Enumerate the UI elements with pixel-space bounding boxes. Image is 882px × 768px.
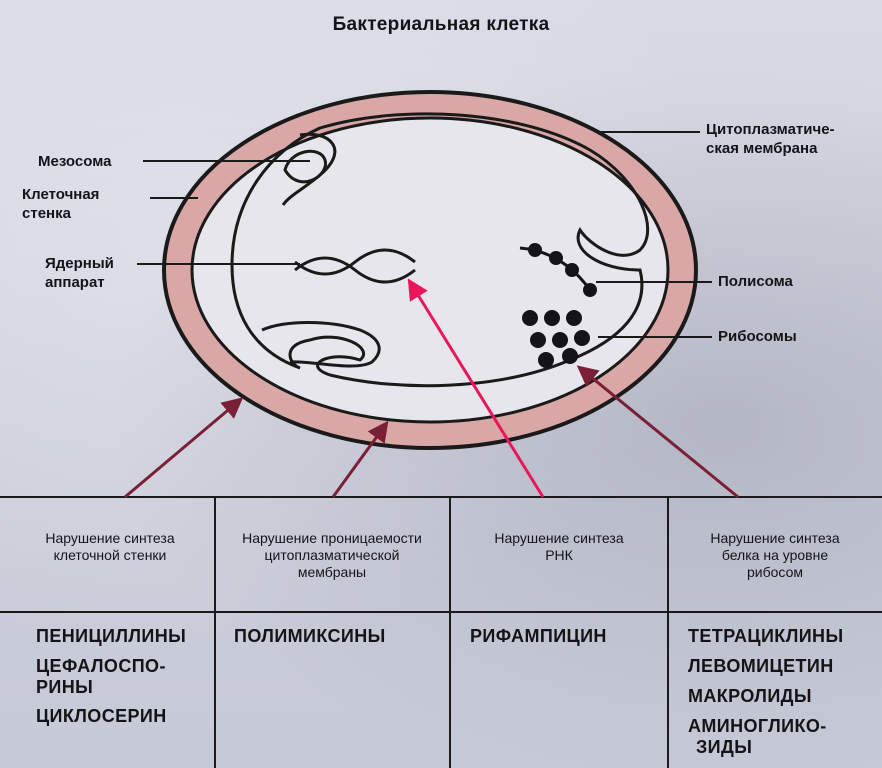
- header-membrane-line1: Нарушение проницаемости: [242, 530, 422, 546]
- label-nuclear-line1: Ядерный: [45, 255, 114, 272]
- diagram-title: Бактериальная клетка: [332, 14, 550, 35]
- label-membrane-line1: Цитоплазматиче-: [706, 121, 835, 138]
- arrow-membrane: [331, 420, 389, 498]
- cytoplasmic-membrane: [283, 149, 327, 184]
- header-rna-line1: Нарушение синтеза: [494, 530, 624, 546]
- drug-tetracyclines: ТЕТРАЦИКЛИНЫ: [688, 626, 844, 646]
- nucleoid: [294, 248, 416, 284]
- drug-polymyxins: ПОЛИМИКСИНЫ: [234, 626, 386, 646]
- drug-cephalosporins-line2: РИНЫ: [36, 677, 94, 697]
- drug-aminoglycosides-line2: ЗИДЫ: [696, 737, 753, 757]
- header-protein-line3: рибосом: [747, 564, 803, 580]
- arrow-rna: [407, 278, 545, 498]
- drug-cycloserine: ЦИКЛОСЕРИН: [36, 706, 167, 726]
- mesosome-upper: [281, 132, 337, 206]
- header-cell-wall-line2: клеточной стенки: [53, 547, 167, 563]
- label-polysome: Полисома: [718, 273, 793, 290]
- label-nuclear-line2: аппарат: [45, 274, 105, 291]
- label-mesosome: Мезосома: [38, 153, 112, 170]
- drug-penicillins: ПЕНИЦИЛЛИНЫ: [36, 626, 187, 646]
- cytoplasm: [190, 116, 670, 424]
- header-membrane: Нарушение проницаемости цитоплазматическ…: [218, 530, 446, 581]
- label-membrane-line2: ская мембрана: [706, 140, 818, 157]
- drug-macrolides: МАКРОЛИДЫ: [688, 686, 812, 706]
- mesosome-lower: [261, 321, 381, 368]
- header-rna: Нарушение синтеза РНК: [455, 530, 663, 564]
- label-ribosomes: Рибосомы: [718, 328, 797, 345]
- arrow-cell-wall: [124, 397, 244, 499]
- header-protein-line1: Нарушение синтеза: [710, 530, 840, 546]
- arrow-ribosomes: [576, 365, 739, 499]
- header-membrane-line2: цитоплазматической: [264, 547, 400, 563]
- table-lines: [0, 496, 882, 768]
- header-protein-line2: белка на уровне: [721, 547, 829, 563]
- drug-levomycetin: ЛЕВОМИЦЕТИН: [688, 656, 834, 676]
- label-cell-wall-line2: стенка: [22, 205, 71, 222]
- label-cell-wall-line1: Клеточная: [22, 186, 100, 203]
- drug-cephalosporins-line1: ЦЕФАЛОСПО-: [36, 656, 166, 676]
- polysome: [519, 243, 597, 297]
- membrane-inner-line: [230, 112, 650, 388]
- header-rna-line2: РНК: [545, 547, 573, 563]
- header-cell-wall: Нарушение синтеза клеточной стенки: [10, 530, 210, 564]
- leader-lines: [137, 131, 712, 338]
- ribosomes: [522, 310, 590, 368]
- header-membrane-line3: мембраны: [297, 564, 367, 580]
- drug-rifampicin: РИФАМПИЦИН: [470, 626, 607, 646]
- drug-aminoglycosides-line1: АМИНОГЛИКО-: [688, 716, 827, 736]
- action-arrows: [124, 278, 739, 499]
- header-cell-wall-line1: Нарушение синтеза: [45, 530, 175, 546]
- header-protein: Нарушение синтеза белка на уровне рибосо…: [672, 530, 878, 581]
